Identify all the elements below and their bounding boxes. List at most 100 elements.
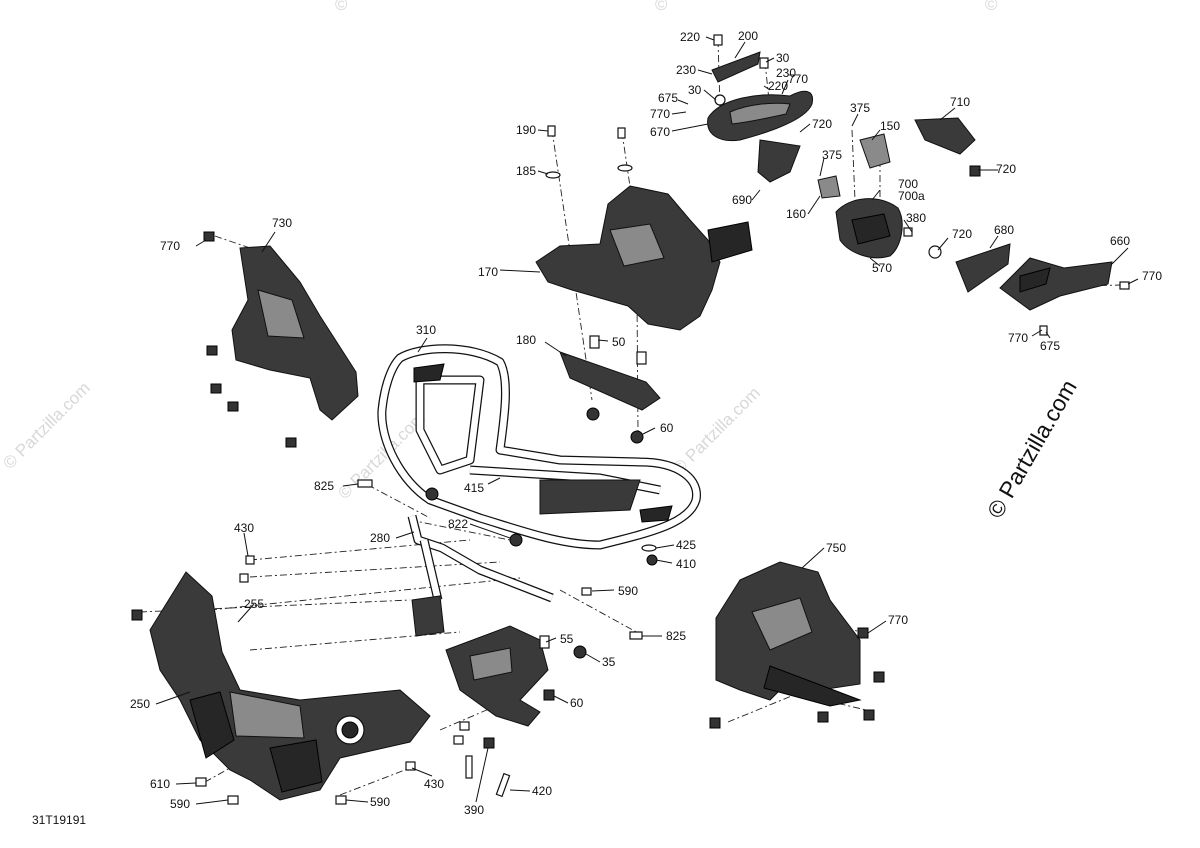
bolt-icon	[636, 351, 647, 365]
part-310-rack	[377, 344, 701, 550]
callout-430: 430	[234, 521, 254, 535]
callout-250: 250	[130, 697, 150, 711]
nut-icon	[817, 711, 829, 723]
callout-770: 770	[788, 72, 808, 86]
callout-160: 160	[786, 207, 806, 221]
bolt-icon	[459, 721, 470, 731]
callout-770: 770	[650, 107, 670, 121]
part-upper-console	[707, 51, 814, 183]
part-375	[817, 175, 841, 199]
callout-425: 425	[676, 538, 696, 552]
callout-670: 670	[650, 125, 670, 139]
callout-675: 675	[658, 91, 678, 105]
nut-icon	[586, 407, 600, 421]
part-280-frame	[407, 514, 554, 637]
nut-icon	[483, 737, 495, 749]
bolt-icon	[405, 761, 416, 771]
callout-825: 825	[666, 629, 686, 643]
part-170-support	[535, 185, 753, 331]
callout-690: 690	[732, 193, 752, 207]
leader-lines	[155, 36, 1139, 805]
callout-430: 430	[424, 777, 444, 791]
nut-icon	[425, 487, 439, 501]
nut-icon	[509, 533, 523, 547]
callout-200: 200	[738, 29, 758, 43]
callout-720: 720	[996, 162, 1016, 176]
callout-35: 35	[602, 655, 616, 669]
bolt-icon	[495, 772, 511, 798]
callout-770: 770	[160, 239, 180, 253]
callout-410: 410	[676, 557, 696, 571]
nut-icon	[857, 627, 869, 639]
washer-icon	[714, 94, 726, 106]
callout-labels: 220 200 30 230 230 770 30 220 675 770 67…	[130, 29, 1162, 817]
bolt-icon	[589, 335, 600, 349]
callout-730: 730	[272, 216, 292, 230]
callout-420: 420	[532, 784, 552, 798]
part-250-fascia	[149, 571, 431, 801]
callout-770: 770	[888, 613, 908, 627]
faint-watermark-top-2: ©	[655, 0, 668, 14]
bolt-icon	[245, 555, 255, 565]
bolt-icon	[465, 755, 473, 779]
diagram-id: 31T19191	[32, 813, 86, 827]
nut-icon	[543, 689, 555, 701]
nut-icon	[203, 231, 215, 242]
callout-60: 60	[570, 696, 584, 710]
washer-icon	[545, 171, 561, 179]
part-180-bracket	[559, 351, 661, 411]
callout-822: 822	[448, 517, 468, 531]
callout-590: 590	[170, 797, 190, 811]
bolt-icon	[539, 635, 550, 649]
callout-30: 30	[776, 51, 790, 65]
callout-280: 280	[370, 531, 390, 545]
bolt-icon	[617, 127, 626, 139]
callout-190: 190	[516, 123, 536, 137]
callout-720: 720	[812, 117, 832, 131]
faint-watermark-top-3: ©	[985, 0, 998, 14]
washer-icon	[617, 164, 633, 172]
bolt-icon	[713, 34, 723, 46]
callout-55: 55	[560, 632, 574, 646]
callout-380: 380	[906, 211, 926, 225]
bolt-icon	[629, 631, 643, 640]
callout-700a: 700a	[898, 189, 925, 203]
callout-590: 590	[370, 795, 390, 809]
bolt-icon	[1039, 325, 1048, 336]
partzilla-watermark: © Partzilla.com	[982, 375, 1082, 522]
callout-710: 710	[950, 95, 970, 109]
part-700-housing	[835, 198, 903, 259]
nut-icon	[227, 401, 239, 412]
bolt-icon	[547, 125, 556, 137]
callout-230: 230	[776, 66, 796, 80]
callout-415: 415	[464, 481, 484, 495]
nut-icon	[206, 345, 218, 356]
callout-660: 660	[1110, 234, 1130, 248]
part-750-panel	[715, 561, 862, 707]
callout-720: 720	[952, 227, 972, 241]
callout-375: 375	[850, 101, 870, 115]
bolt-icon	[759, 57, 769, 69]
callout-675: 675	[1040, 339, 1060, 353]
washer-icon	[928, 245, 942, 259]
callout-150: 150	[880, 119, 900, 133]
bolt-icon	[1119, 281, 1130, 290]
faint-watermark-left: © Partzilla.com	[0, 378, 94, 472]
nut-icon	[646, 554, 658, 566]
callout-50: 50	[612, 335, 626, 349]
callout-255: 255	[244, 597, 264, 611]
part-150	[859, 133, 891, 169]
callout-310: 310	[416, 323, 436, 337]
bolt-icon	[581, 587, 592, 596]
callout-770: 770	[1142, 269, 1162, 283]
part-660	[999, 257, 1113, 311]
callout-30: 30	[688, 83, 702, 97]
callout-170: 170	[478, 265, 498, 279]
callout-390: 390	[464, 803, 484, 817]
callout-375: 375	[822, 148, 842, 162]
callout-590: 590	[618, 584, 638, 598]
bolt-icon	[239, 573, 249, 583]
callout-750: 750	[826, 541, 846, 555]
callout-570: 570	[872, 261, 892, 275]
